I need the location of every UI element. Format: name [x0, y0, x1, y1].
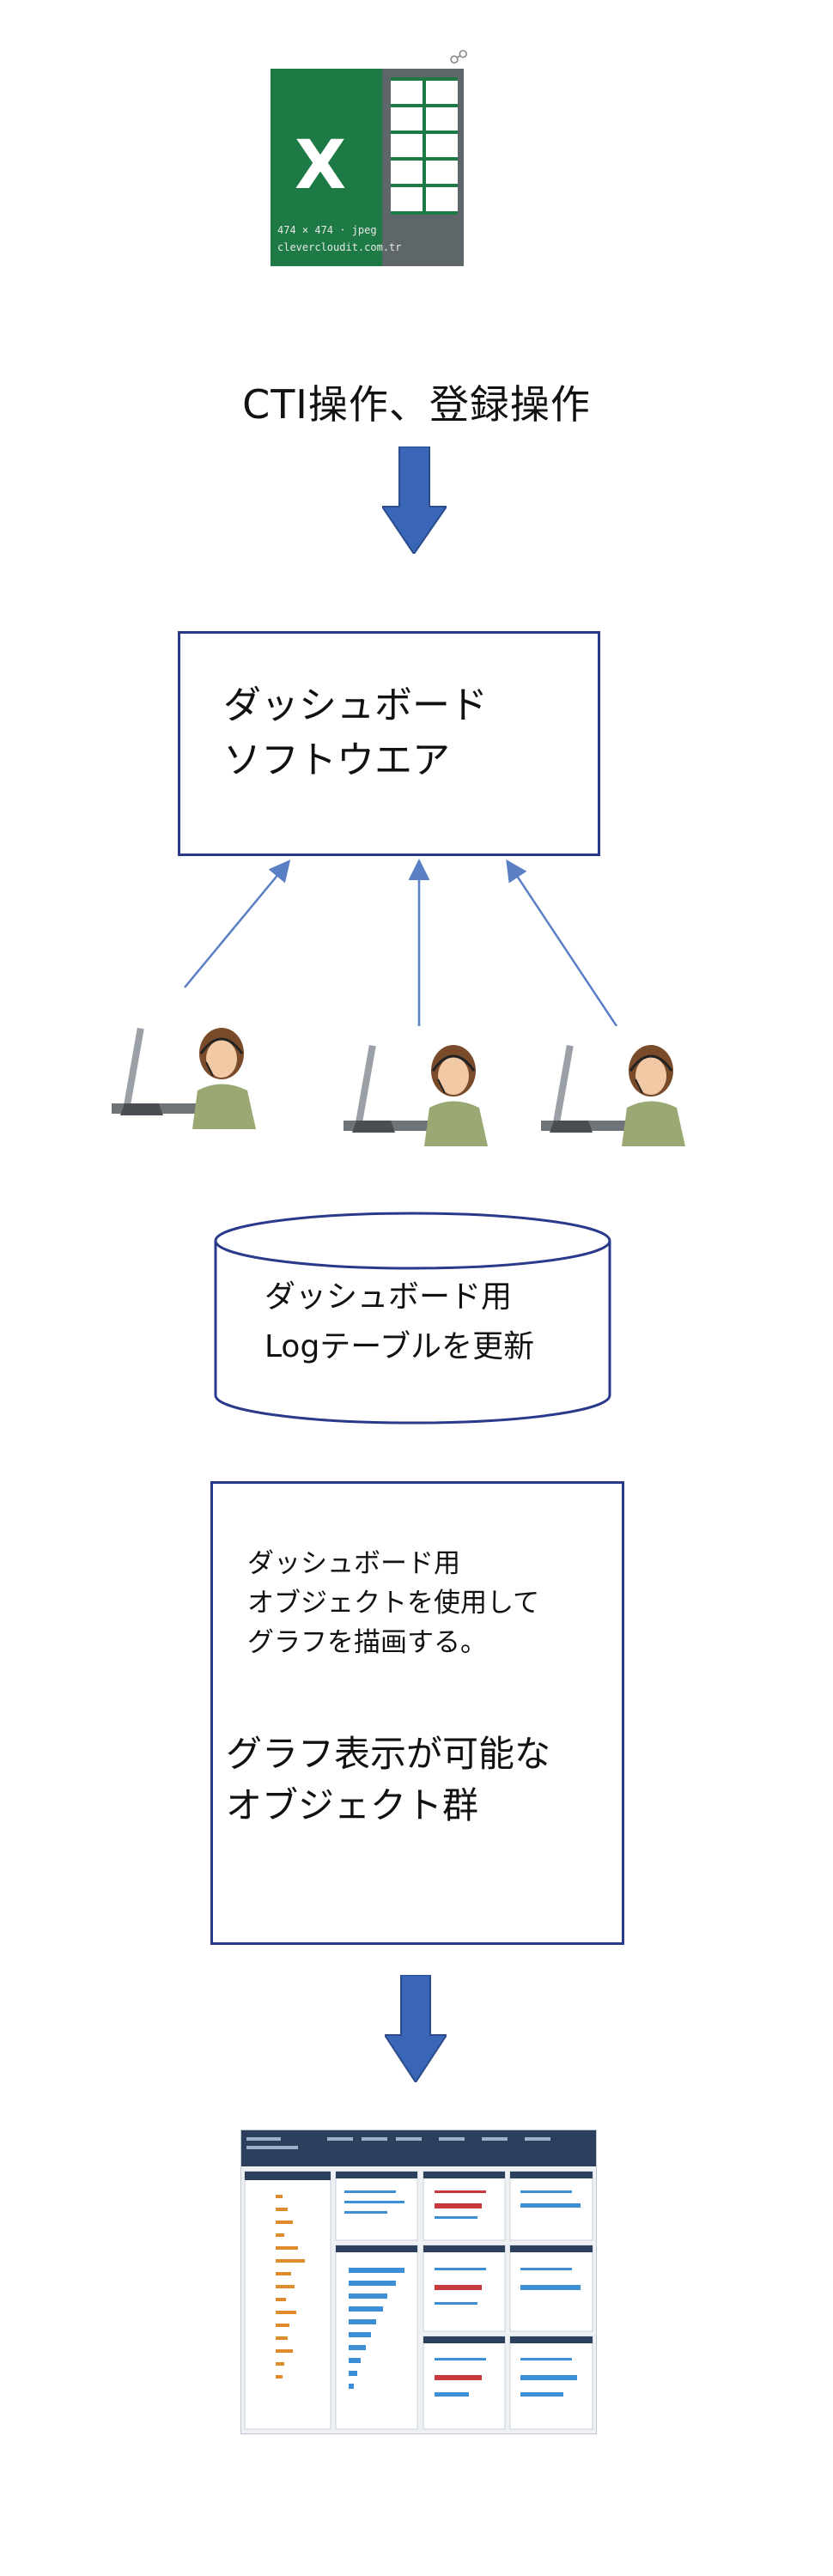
- headset-agent-icon: [541, 1026, 691, 1146]
- down-arrow-icon: [385, 1975, 447, 2082]
- dashboard-preview: [241, 2130, 596, 2433]
- excel-logo-caption: 474 × 474 · jpeg clevercloudit.com.tr: [277, 224, 402, 253]
- excel-logo-grid: [391, 77, 458, 215]
- arrow-agent-1: [184, 860, 291, 988]
- cti-operation-label: CTI操作、登録操作: [242, 381, 591, 428]
- database-icon: [214, 1212, 611, 1425]
- dashboard-screenshot-thumbnail: [240, 2129, 597, 2434]
- excel-logo-background: X 474 × 474 · jpeg clevercloudit.com.tr: [271, 69, 464, 266]
- excel-logo: X 474 × 474 · jpeg clevercloudit.com.tr …: [271, 47, 477, 266]
- excel-logo-letter: X: [295, 127, 347, 204]
- dashboard-software-label: ダッシュボード ソフトウエア: [223, 683, 488, 782]
- arrow-agent-3: [506, 859, 618, 1027]
- paperclip-icon: ☍: [449, 47, 469, 69]
- dashboard-software-box: ダッシュボード ソフトウエア: [178, 631, 600, 856]
- excel-logo-green-panel: X: [271, 69, 382, 266]
- headset-agent-icon: [112, 1009, 262, 1129]
- log-table-label: ダッシュボード用 Logテーブルを更新: [264, 1279, 535, 1364]
- graph-objects-box: ダッシュボード用 オブジェクトを使用して グラフを描画する。 グラフ表示が可能な…: [210, 1481, 624, 1945]
- agent-to-software-arrows: [184, 859, 618, 1027]
- log-table-cylinder: ダッシュボード用 Logテーブルを更新: [213, 1211, 612, 1425]
- objects-title: グラフ表示が可能な オブジェクト群: [226, 1733, 551, 1826]
- objects-description: ダッシュボード用 オブジェクトを使用して グラフを描画する。: [247, 1548, 540, 1658]
- headset-agent-icon: [344, 1026, 494, 1146]
- down-arrow-icon: [382, 447, 447, 554]
